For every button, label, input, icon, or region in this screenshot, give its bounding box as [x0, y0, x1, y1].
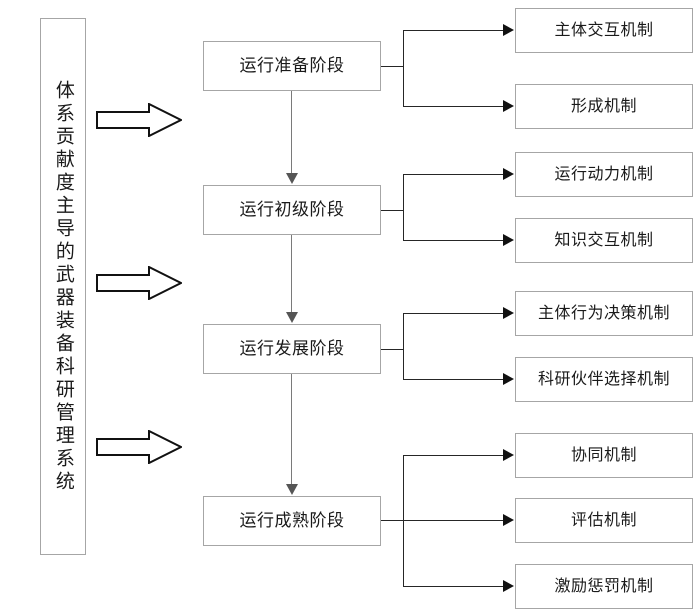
block-arrow-1 [96, 103, 182, 137]
stage-connector-1-2-arrow [286, 173, 298, 184]
branch-2-spine [403, 174, 404, 240]
branch-1-arrow-2 [503, 100, 514, 112]
branch-3-spine [403, 313, 404, 379]
stage-connector-3-4-arrow [286, 484, 298, 495]
branch-2-arm-1 [403, 174, 504, 175]
branch-1-stem [381, 66, 404, 67]
branch-4-arrow-3 [503, 580, 514, 592]
block-arrow-2 [96, 266, 182, 300]
branch-1-spine [403, 30, 404, 106]
system-title-box: 体系贡献度主导的武器装备科研管理系统 [40, 18, 86, 555]
branch-2-arrow-1 [503, 168, 514, 180]
branch-4-arrow-1 [503, 449, 514, 461]
stage-connector-1-2-line [291, 91, 292, 174]
branch-2-stem [381, 210, 404, 211]
mechanism-box-4-2[interactable]: 评估机制 [515, 498, 693, 543]
stage-connector-3-4-line [291, 374, 292, 485]
mechanism-box-3-2[interactable]: 科研伙伴选择机制 [515, 357, 693, 402]
mechanism-box-3-1[interactable]: 主体行为决策机制 [515, 291, 693, 336]
stage-connector-2-3-arrow [286, 312, 298, 323]
branch-4-arm-1 [403, 455, 504, 456]
branch-1-arrow-1 [503, 24, 514, 36]
mechanism-box-2-1[interactable]: 运行动力机制 [515, 152, 693, 197]
branch-4-arm-3 [403, 586, 504, 587]
branch-3-arm-2 [403, 379, 504, 380]
mechanism-box-1-1[interactable]: 主体交互机制 [515, 8, 693, 53]
branch-4-stem [381, 520, 404, 521]
stage-box-1[interactable]: 运行准备阶段 [203, 41, 381, 91]
branch-4-arrow-2 [503, 514, 514, 526]
branch-3-arrow-2 [503, 373, 514, 385]
branch-1-arm-1 [403, 30, 504, 31]
stage-box-4[interactable]: 运行成熟阶段 [203, 496, 381, 546]
mechanism-box-4-1[interactable]: 协同机制 [515, 433, 693, 478]
branch-3-arrow-1 [503, 307, 514, 319]
branch-1-arm-2 [403, 106, 504, 107]
branch-3-arm-1 [403, 313, 504, 314]
mechanism-box-2-2[interactable]: 知识交互机制 [515, 218, 693, 263]
stage-box-2[interactable]: 运行初级阶段 [203, 185, 381, 235]
branch-4-arm-2 [403, 520, 504, 521]
block-arrow-3 [96, 430, 182, 464]
branch-2-arm-2 [403, 240, 504, 241]
branch-3-stem [381, 349, 404, 350]
mechanism-box-4-3[interactable]: 激励惩罚机制 [515, 564, 693, 609]
stage-box-3[interactable]: 运行发展阶段 [203, 324, 381, 374]
stage-connector-2-3-line [291, 235, 292, 313]
mechanism-box-1-2[interactable]: 形成机制 [515, 84, 693, 129]
branch-2-arrow-2 [503, 234, 514, 246]
